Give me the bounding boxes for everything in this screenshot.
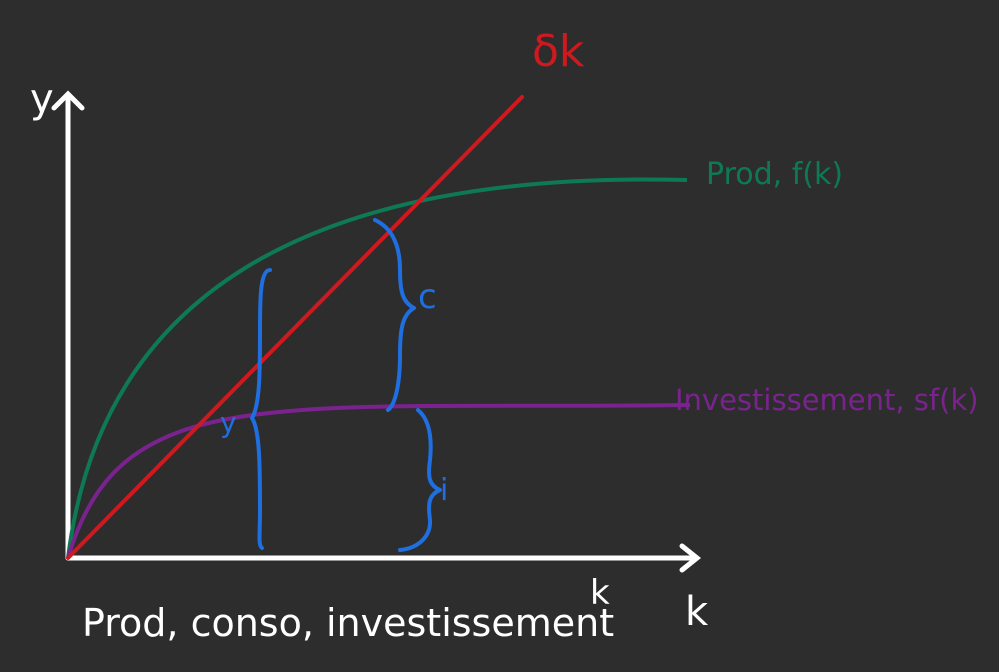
y-axis-arrowhead bbox=[51, 90, 85, 111]
production-curve-label: Prod, f(k) bbox=[706, 157, 843, 192]
bottom-superscript: k bbox=[590, 573, 610, 613]
axis-x-label: k bbox=[685, 589, 709, 635]
brace-c bbox=[373, 218, 416, 412]
brace-c-label: c bbox=[418, 277, 437, 317]
brace-y bbox=[250, 268, 272, 550]
bottom-title: Prod, conso, investissement bbox=[82, 601, 614, 645]
brace-i-label: i bbox=[440, 473, 448, 508]
investment-curve bbox=[66, 403, 691, 559]
depreciation-line bbox=[66, 95, 524, 560]
depreciation-line-label: δk bbox=[532, 26, 585, 77]
braces bbox=[250, 218, 442, 552]
x-axis-arrowhead bbox=[679, 543, 702, 573]
axis-y-label: y bbox=[30, 76, 54, 122]
axes bbox=[51, 90, 702, 573]
brace-y-label: y bbox=[220, 406, 237, 439]
investment-curve-label: Investissement, sf(k) bbox=[675, 383, 979, 417]
brace-i bbox=[398, 408, 442, 552]
production-curve bbox=[66, 177, 688, 559]
